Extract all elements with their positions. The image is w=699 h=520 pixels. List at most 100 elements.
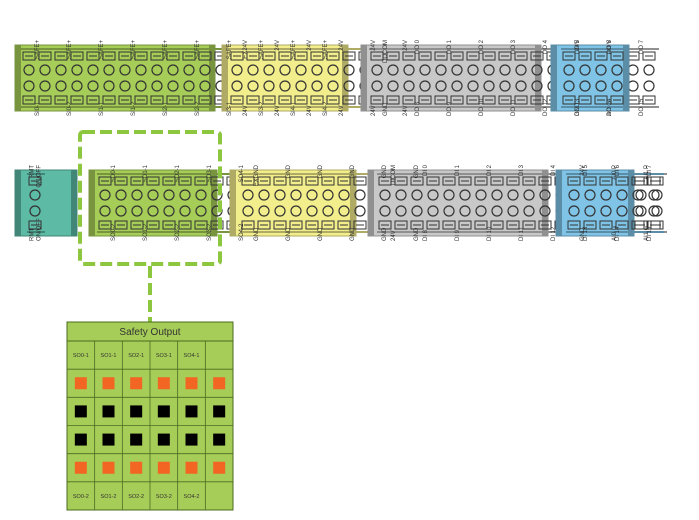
block-end-cap — [535, 45, 541, 111]
terminal-hole — [584, 189, 596, 201]
terminal-hole — [195, 189, 207, 201]
terminal-hole — [279, 80, 291, 92]
terminal-hole — [483, 64, 495, 76]
terminal-release-slot — [114, 176, 128, 186]
top-label-top: SAFE+ — [195, 40, 201, 60]
terminal-hole — [395, 189, 407, 201]
terminal-hole — [435, 80, 447, 92]
bottom-label-top: SO3-1 — [207, 164, 213, 182]
terminal-release-slot — [210, 220, 224, 230]
terminal-hole — [135, 64, 147, 76]
terminal-hole — [515, 80, 527, 92]
block-strip — [21, 106, 343, 108]
bottom-label-bottom: AI1 G — [644, 225, 650, 241]
terminal-release-slot — [442, 176, 456, 186]
terminal-hole — [119, 64, 131, 76]
terminal-release-slot — [342, 51, 356, 61]
bottom-label-top: DI 5 — [583, 164, 589, 176]
terminal-release-slot — [273, 220, 287, 230]
bottom-label-bottom: SO3-2 — [207, 223, 213, 241]
terminal-release-slot — [410, 220, 424, 230]
terminal-release-slot — [410, 176, 424, 186]
bottom-label-bottom: GND — [580, 227, 586, 241]
terminal-hole — [23, 64, 35, 76]
terminal-hole — [635, 189, 647, 201]
detail-footer-label: SO1-2 — [101, 494, 117, 500]
terminal-indicator — [213, 461, 226, 474]
terminal-hole — [600, 189, 612, 201]
terminal-release-slot — [342, 95, 356, 105]
bottom-label-top: AI1 P — [644, 165, 650, 180]
bottom-label-bottom: 24V — [391, 230, 397, 241]
terminal-hole — [491, 189, 503, 201]
terminal-hole — [427, 189, 439, 201]
block-end-cap — [15, 45, 21, 111]
terminal-indicator — [130, 433, 143, 446]
terminal-indicator — [185, 433, 198, 446]
terminal-block-digital-out — [360, 44, 659, 112]
terminal-hole — [539, 205, 551, 217]
terminal-release-slot — [458, 220, 472, 230]
block-strip — [561, 106, 627, 108]
block-body — [88, 169, 218, 237]
terminal-release-slot — [146, 176, 160, 186]
top-label-top: 24V — [339, 40, 345, 51]
terminal-hole — [579, 64, 591, 76]
block-end-cap — [71, 170, 77, 236]
terminal-release-slot — [134, 51, 148, 61]
terminal-release-slot — [353, 220, 367, 230]
terminal-hole — [467, 64, 479, 76]
terminal-hole — [539, 189, 551, 201]
terminal-release-slot — [166, 95, 180, 105]
detail-footer-label: SO3-2 — [156, 494, 172, 500]
terminal-release-slot — [198, 95, 212, 105]
terminal-hole — [443, 189, 455, 201]
terminal-release-slot — [337, 176, 351, 186]
terminal-release-slot — [578, 51, 592, 61]
block-end-cap — [542, 170, 548, 236]
terminal-release-slot — [305, 176, 319, 186]
terminal-indicator — [157, 405, 170, 418]
terminal-hole — [595, 64, 607, 76]
top-label-bottom: DO 9 — [447, 101, 453, 116]
terminal-hole — [103, 64, 115, 76]
terminal-release-slot — [194, 220, 208, 230]
terminal-release-slot — [450, 51, 464, 61]
terminal-hole — [435, 64, 447, 76]
terminal-hole — [39, 80, 51, 92]
terminal-hole — [338, 189, 350, 201]
terminal-hole — [403, 64, 415, 76]
detail-footer-label: SO0-2 — [73, 494, 89, 500]
terminal-release-slot — [514, 51, 528, 61]
terminal-hole — [39, 64, 51, 76]
terminal-hole — [147, 189, 159, 201]
terminal-release-slot — [482, 51, 496, 61]
terminal-hole — [371, 80, 383, 92]
terminal-hole — [611, 64, 623, 76]
top-label-bottom: DO 11 — [511, 98, 517, 116]
terminal-release-slot — [370, 95, 384, 105]
terminal-hole — [263, 64, 275, 76]
terminal-release-slot — [378, 220, 392, 230]
bottom-label-top: RMT — [30, 165, 36, 178]
detail-header-label: SO2-1 — [128, 353, 144, 359]
terminal-hole — [443, 205, 455, 217]
top-label-top: DOCOM — [383, 40, 389, 63]
detail-footer-label: SO4-2 — [184, 494, 200, 500]
top-label-bottom: SI3-2 — [259, 101, 265, 116]
terminal-indicator — [157, 377, 170, 390]
terminal-release-slot — [210, 176, 224, 186]
terminal-indicator — [74, 433, 87, 446]
block-strip — [229, 48, 423, 50]
block-end-cap — [551, 45, 557, 111]
terminal-hole — [651, 205, 663, 217]
terminal-hole — [643, 80, 655, 92]
top-label-bottom: SI2-1 — [163, 101, 169, 116]
top-label-bottom: SI4-2 — [323, 101, 329, 116]
terminal-release-slot — [28, 176, 42, 186]
block-strip — [561, 48, 627, 50]
terminal-hole — [499, 80, 511, 92]
terminal-release-slot — [118, 51, 132, 61]
terminal-release-slot — [386, 95, 400, 105]
terminal-hole — [55, 64, 67, 76]
